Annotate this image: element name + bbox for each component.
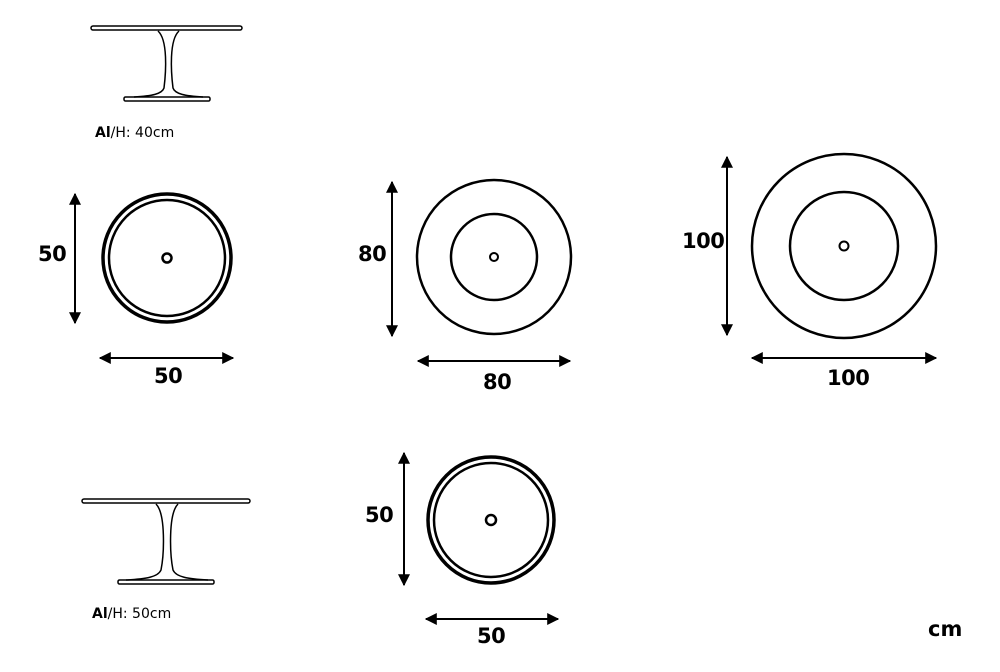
base-ring	[788, 190, 900, 302]
height-label-100: 100	[682, 229, 725, 253]
side-view-h40	[90, 25, 243, 102]
height-caption-prefix: Al	[95, 125, 111, 141]
pedestal-stem	[125, 503, 165, 581]
height-caption-prefix: Al	[92, 606, 108, 622]
height-caption-50: Al/H: 50cm	[92, 606, 171, 622]
table-top	[750, 152, 938, 340]
pedestal-stem	[170, 30, 204, 98]
width-label-50-second: 50	[477, 624, 506, 648]
table-top-inner	[107, 198, 227, 318]
height-caption-value: /H: 50cm	[107, 606, 172, 622]
tabletop-side	[90, 25, 243, 31]
center-hole	[489, 252, 499, 262]
table-top-inner	[432, 461, 550, 579]
pedestal-base	[123, 96, 211, 102]
pedestal-base	[117, 579, 215, 585]
table-top-outer	[426, 455, 556, 585]
height-caption-value: /H: 40cm	[110, 125, 175, 141]
height-label-50-second: 50	[365, 503, 394, 527]
table-top-outer	[101, 192, 233, 324]
tabletop-side	[81, 498, 251, 504]
side-view-h50	[81, 498, 251, 585]
pedestal-stem	[133, 30, 167, 98]
top-view-50-second	[398, 451, 560, 625]
unit-label: cm	[928, 617, 963, 641]
center-hole	[838, 240, 850, 252]
top-view-50	[69, 192, 235, 364]
width-label-100: 100	[827, 366, 870, 390]
base-ring	[449, 212, 539, 302]
width-label-80: 80	[483, 370, 512, 394]
width-label-50: 50	[154, 364, 183, 388]
top-view-80	[386, 178, 573, 367]
height-label-50: 50	[38, 242, 67, 266]
height-label-80: 80	[358, 242, 387, 266]
height-caption-40: Al/H: 40cm	[95, 125, 174, 141]
pedestal-stem	[169, 503, 209, 581]
top-view-100	[721, 152, 938, 364]
center-hole	[484, 513, 498, 527]
center-hole	[161, 252, 173, 264]
table-top	[415, 178, 573, 336]
